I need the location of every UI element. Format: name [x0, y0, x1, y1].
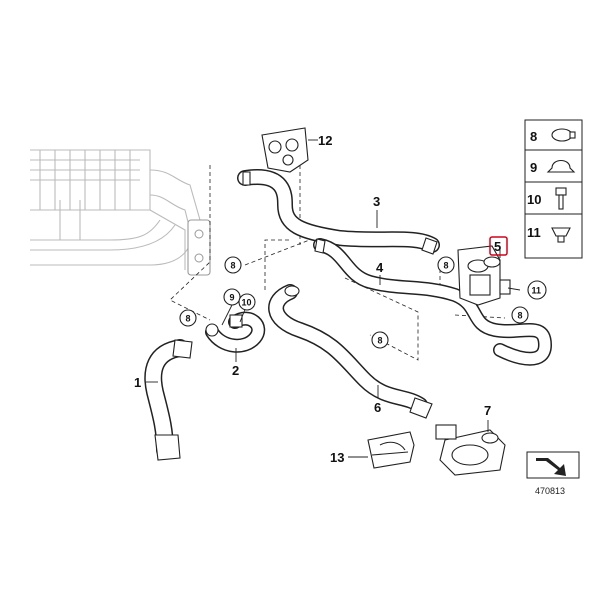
callout-8-d: 8 [511, 306, 529, 324]
callout-8-c: 8 [179, 309, 197, 327]
bracket-part-13 [367, 431, 415, 469]
callout-9: 9 [223, 288, 241, 306]
clip-icon [546, 159, 576, 173]
callout-5-box: 5 [489, 236, 508, 256]
hose-clamp-icon [551, 128, 573, 142]
callout-labels: 1 2 3 4 6 7 12 13 [134, 133, 491, 465]
callout-8-e: 8 [371, 331, 389, 349]
callout-12: 12 [318, 133, 332, 148]
hose-part-3 [237, 169, 440, 255]
svg-text:10: 10 [242, 298, 252, 308]
callout-2: 2 [232, 363, 239, 378]
hose-part-1 [144, 339, 193, 461]
callout-13: 13 [330, 450, 344, 465]
svg-text:10: 10 [527, 192, 541, 207]
svg-text:8: 8 [231, 261, 236, 271]
leader-lines [146, 210, 521, 458]
svg-text:9: 9 [230, 293, 235, 303]
callout-1: 1 [134, 375, 141, 390]
svg-text:8: 8 [518, 311, 523, 321]
pump-part-7 [435, 424, 506, 476]
legend-item-11: 11 [527, 225, 571, 243]
svg-text:8: 8 [378, 336, 383, 346]
svg-text:8: 8 [186, 314, 191, 324]
callout-6: 6 [374, 400, 381, 415]
grommet-icon [551, 227, 571, 237]
hardware-legend: 8 9 10 11 [524, 119, 583, 259]
legend-item-10: 10 [527, 187, 567, 210]
callout-4: 4 [376, 260, 384, 275]
callout-3: 3 [373, 194, 380, 209]
diagram-code: 470813 [535, 486, 565, 496]
svg-text:8: 8 [444, 261, 449, 271]
svg-text:11: 11 [532, 286, 542, 296]
callout-11: 11 [527, 280, 547, 300]
callout-8-a: 8 [224, 256, 242, 274]
bolt-icon [555, 187, 567, 196]
svg-text:8: 8 [530, 129, 537, 144]
hose-part-2 [205, 311, 266, 353]
heater-core-ghost [30, 149, 211, 276]
svg-text:9: 9 [530, 160, 537, 175]
callout-10: 10 [238, 293, 256, 311]
orientation-arrow: 470813 [526, 451, 580, 496]
valve-part-5 [457, 245, 511, 306]
legend-item-8: 8 [530, 128, 576, 144]
callout-7: 7 [484, 403, 491, 418]
bracket-part-12 [261, 127, 318, 173]
callout-5: 5 [494, 239, 501, 254]
circled-callouts: 8 8 8 8 8 9 10 11 [179, 256, 547, 349]
legend-item-9: 9 [530, 159, 576, 175]
hose-part-6 [268, 284, 433, 419]
svg-text:11: 11 [527, 225, 541, 240]
hose-part-4 [313, 238, 552, 366]
callout-8-b: 8 [437, 256, 455, 274]
